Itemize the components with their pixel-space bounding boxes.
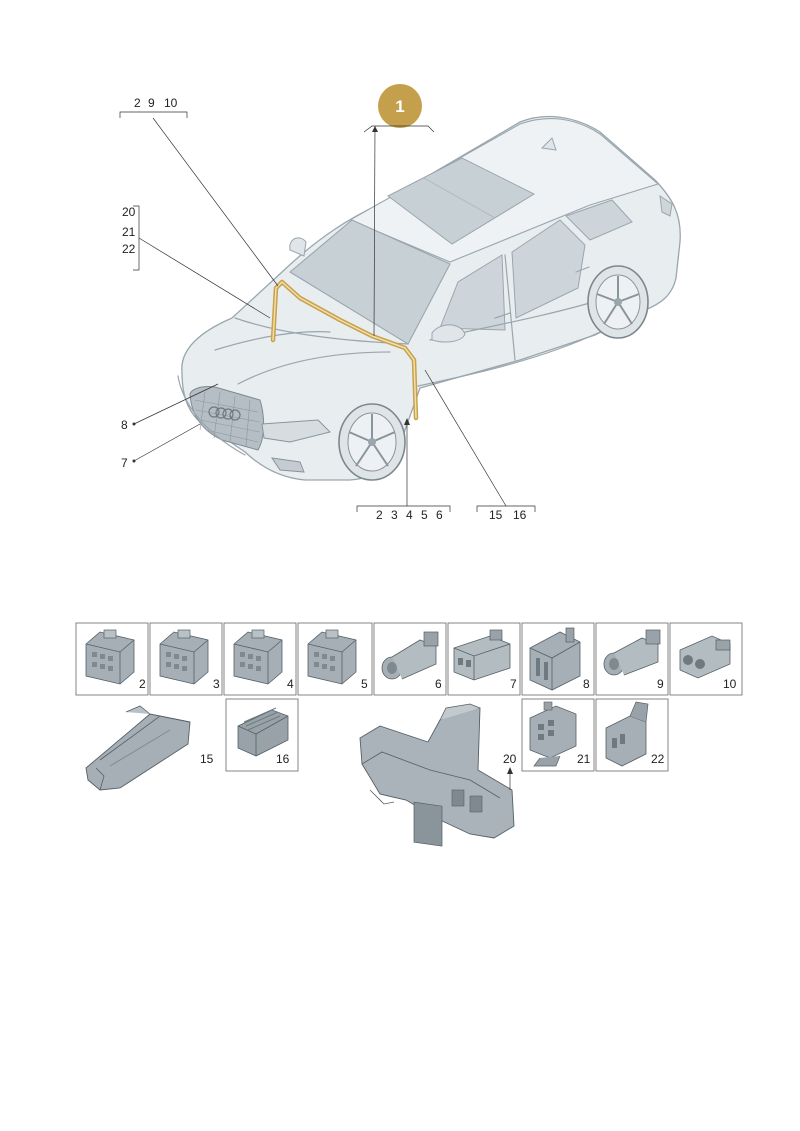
double-socket-icon — [679, 635, 731, 679]
callout-bottom-4: 4 — [406, 508, 413, 522]
part-item-15: 15 — [85, 705, 214, 791]
callout-bottom-6: 6 — [436, 508, 443, 522]
part-number-8: 8 — [583, 677, 590, 691]
front-side-window — [439, 254, 506, 331]
connector-housing-icon — [85, 629, 135, 685]
callout-bottom-2: 2 — [376, 508, 383, 522]
part-number-16: 16 — [276, 752, 290, 766]
part-number-4: 4 — [287, 677, 294, 691]
windshield — [289, 219, 451, 345]
left-mirror — [289, 237, 307, 257]
callout-bottom-3: 3 — [391, 508, 398, 522]
part-number-7: 7 — [510, 677, 517, 691]
connector-housing-icon — [233, 629, 283, 685]
headlight — [261, 419, 331, 443]
part-number-21: 21 — [577, 752, 591, 766]
rings-logo — [208, 406, 241, 421]
part-number-22: 22 — [651, 752, 665, 766]
connector-housing-icon — [159, 629, 209, 685]
part-box-3: 3 — [149, 622, 223, 696]
callout-8: 8 — [121, 418, 128, 432]
callout-7: 7 — [121, 456, 128, 470]
callouts: 1 2 9 10 20 21 22 8 7 2 3 4 5 6 — [119, 84, 536, 522]
part-number-15: 15 — [200, 752, 214, 766]
part-number-2: 2 — [139, 677, 146, 691]
fog-light — [270, 457, 305, 473]
relay-socket-icon — [529, 701, 577, 767]
part-box-2: 2 — [75, 622, 149, 696]
callout-top-left-b: 9 — [148, 96, 155, 110]
part-number-20: 20 — [503, 752, 517, 766]
part-number-3: 3 — [213, 677, 220, 691]
front-wheel — [338, 403, 406, 481]
parts-grid: 2 3 4 — [75, 622, 743, 847]
part-box-9: 9 — [595, 622, 669, 696]
flat-plug-icon — [453, 629, 511, 681]
part-box-6: 6 — [373, 622, 447, 696]
rear-side-window — [511, 219, 586, 319]
part-box-22: 22 — [595, 698, 669, 772]
fuse-box-holder-icon — [359, 703, 515, 847]
part-box-16: 16 — [225, 698, 299, 772]
quarter-window — [565, 199, 633, 241]
pin-block-icon — [237, 707, 289, 757]
part-item-20: 20 — [359, 703, 517, 847]
round-plug-icon — [603, 629, 661, 676]
part-number-10: 10 — [723, 677, 737, 691]
right-mirror — [431, 324, 466, 343]
part-number-9: 9 — [657, 677, 664, 691]
part-box-7: 7 — [447, 622, 521, 696]
callout-top-left-c: 10 — [164, 96, 178, 110]
callout-bottom-5: 5 — [421, 508, 428, 522]
part-number-6: 6 — [435, 677, 442, 691]
badge-number: 1 — [395, 97, 404, 116]
part-box-10: 10 — [669, 622, 743, 696]
part-box-21: 21 — [521, 698, 595, 772]
part-box-5: 5 — [297, 622, 373, 696]
round-plug-icon — [381, 631, 439, 680]
part-number-5: 5 — [361, 677, 368, 691]
callout-top-left-a: 2 — [134, 96, 141, 110]
sunroof — [387, 157, 536, 245]
callout-bottom-15: 15 — [489, 508, 503, 522]
part-box-8: 8 — [521, 622, 595, 696]
multi-pin-connector-icon — [529, 627, 581, 691]
connector-housing-icon — [307, 629, 357, 685]
rear-wheel — [587, 265, 649, 339]
clip-connector-icon — [605, 701, 649, 767]
item-badge: 1 — [378, 84, 422, 128]
callout-left-21: 21 — [122, 225, 136, 239]
car-illustration — [177, 115, 681, 481]
part-box-4: 4 — [223, 622, 297, 696]
callout-left-20: 20 — [122, 205, 136, 219]
callout-left-22: 22 — [122, 242, 136, 256]
callout-bottom-16: 16 — [513, 508, 527, 522]
bracket-holder-icon — [85, 705, 191, 791]
